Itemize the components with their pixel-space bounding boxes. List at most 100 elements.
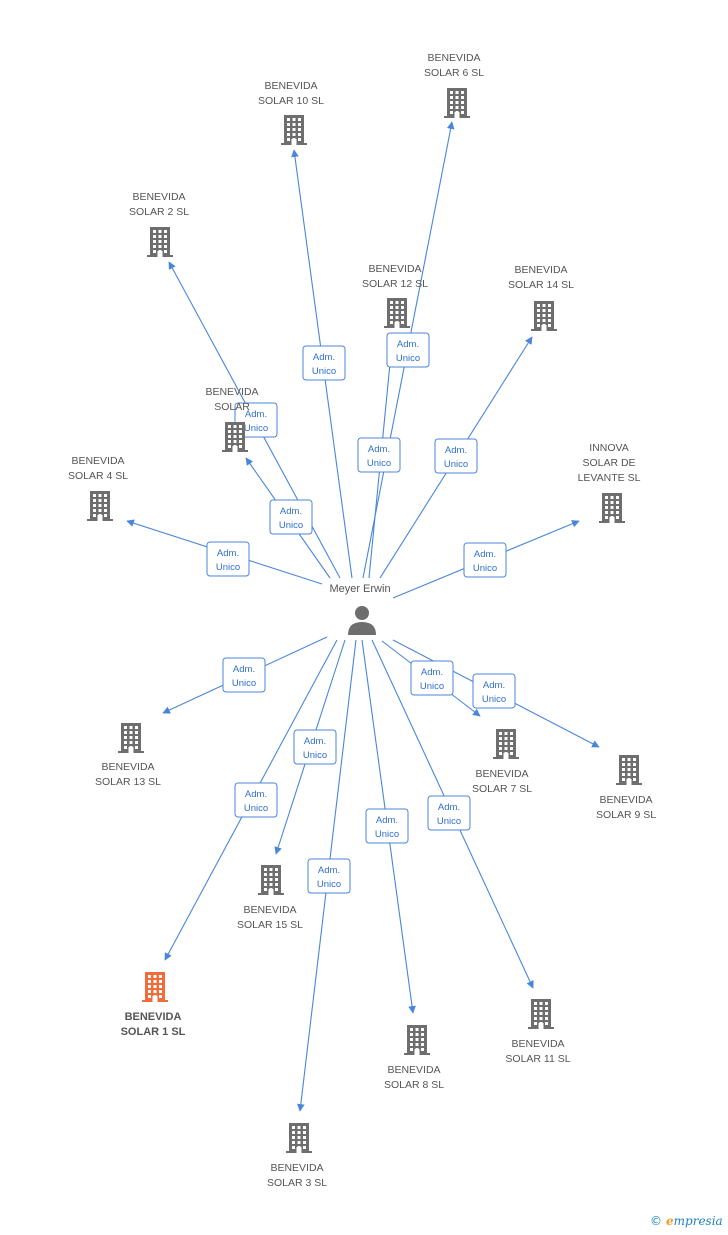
building-icon[interactable] [384, 298, 410, 328]
building-icon[interactable] [281, 115, 307, 145]
person-name: Meyer Erwin [329, 583, 390, 595]
company-node-solar7[interactable]: BENEVIDA SOLAR 7 SL [472, 729, 532, 795]
relation-role: Adm. [376, 815, 398, 826]
company-name-line: INNOVA [589, 442, 628, 454]
relation-role: Adm. [217, 548, 239, 559]
relation-role: Adm. [318, 865, 340, 876]
relation-role: Adm. [313, 352, 335, 363]
building-icon[interactable] [142, 972, 168, 1002]
company-name-line: SOLAR [214, 401, 250, 413]
building-icon[interactable] [286, 1123, 312, 1153]
company-name-line: SOLAR 1 SL [121, 1026, 186, 1038]
person-icon [348, 606, 376, 635]
empresia-logo[interactable]: © empresia [650, 1214, 723, 1228]
relation-role-detail: Unico [232, 678, 256, 689]
relation-badge-solar7[interactable]: Adm. Unico [410, 660, 454, 696]
company-name-line: BENEVIDA [264, 80, 317, 92]
company-node-solar2[interactable]: BENEVIDA SOLAR 2 SL [129, 191, 189, 257]
company-name-line: BENEVIDA [599, 794, 652, 806]
copyright-symbol: © [650, 1214, 662, 1228]
relation-role: Adm. [245, 409, 267, 420]
company-name-line: SOLAR 4 SL [68, 470, 128, 482]
company-name-line: BENEVIDA [475, 768, 528, 780]
company-name-line: SOLAR 11 SL [505, 1053, 570, 1065]
relation-role: Adm. [245, 789, 267, 800]
relation-role-detail: Unico [396, 353, 420, 364]
company-node-solar10[interactable]: BENEVIDA SOLAR 10 SL [258, 80, 324, 145]
relation-role: Adm. [304, 736, 326, 747]
relation-role: Adm. [280, 506, 302, 517]
company-name-line: SOLAR 10 SL [258, 95, 324, 107]
company-name-line: BENEVIDA [243, 904, 296, 916]
building-icon[interactable] [147, 227, 173, 257]
relation-badge-solar12[interactable]: Adm. Unico [357, 437, 401, 473]
company-node-solar6[interactable]: BENEVIDA SOLAR 6 SL [424, 52, 484, 118]
company-name-line: BENEVIDA [71, 455, 124, 467]
relation-badge-solar10[interactable]: Adm. Unico [302, 345, 346, 381]
relation-role: Adm. [368, 444, 390, 455]
relation-badge-solar8[interactable]: Adm. Unico [365, 808, 409, 844]
company-name-line: SOLAR 2 SL [129, 206, 189, 218]
company-name-line: BENEVIDA [427, 52, 480, 64]
relation-role-detail: Unico [420, 681, 444, 692]
relation-role-detail: Unico [312, 366, 336, 377]
relation-role: Adm. [474, 549, 496, 560]
building-icon[interactable] [404, 1025, 430, 1055]
relation-badge-innova[interactable]: Adm.Unico [463, 542, 507, 578]
relation-badge-solar3[interactable]: Adm. Unico [307, 858, 351, 894]
company-node-solar12[interactable]: BENEVIDA SOLAR 12 SL [362, 263, 428, 328]
building-icon[interactable] [528, 999, 554, 1029]
relation-badge-solar6[interactable]: Adm.Unico [386, 332, 430, 368]
company-name-line: SOLAR 15 SL [237, 919, 303, 931]
building-icon[interactable] [531, 301, 557, 331]
relation-role-detail: Unico [279, 520, 303, 531]
building-icon[interactable] [222, 422, 248, 452]
relation-role-detail: Unico [244, 423, 268, 434]
relation-badge-solar14[interactable]: Adm.Unico [434, 438, 478, 474]
relation-badge-solar9[interactable]: Adm.Unico [472, 673, 516, 709]
company-name-line: BENEVIDA [514, 264, 567, 276]
person-node[interactable]: Meyer Erwin [329, 583, 391, 635]
relation-badge-solar13[interactable]: Adm.Unico [222, 657, 266, 693]
building-icon[interactable] [87, 491, 113, 521]
company-name-line: SOLAR 12 SL [362, 278, 428, 290]
relation-role-detail: Unico [303, 750, 327, 761]
brand-initial: e [666, 1214, 674, 1228]
relation-role-detail: Unico [482, 694, 506, 705]
relation-badge-solar1[interactable]: Adm.Unico [234, 782, 278, 818]
company-name-line: BENEVIDA [368, 263, 421, 275]
company-name-line: SOLAR 13 SL [95, 776, 161, 788]
company-name-line: SOLAR 7 SL [472, 783, 532, 795]
relation-badge-solar4[interactable]: Adm.Unico [206, 541, 250, 577]
company-node-solar15[interactable]: BENEVIDA SOLAR 15 SL [237, 865, 303, 931]
relation-role-detail: Unico [375, 829, 399, 840]
building-icon[interactable] [118, 723, 144, 753]
relation-role-detail: Unico [317, 879, 341, 890]
relation-badge-solar5[interactable]: Adm. Unico [269, 499, 313, 535]
company-name-line: SOLAR 8 SL [384, 1079, 444, 1091]
building-icon[interactable] [444, 88, 470, 118]
relation-badge-solar15[interactable]: Adm. Unico [293, 729, 337, 765]
relation-badge-solar2[interactable]: Adm. Unico [234, 402, 278, 438]
company-name-line: SOLAR 6 SL [424, 67, 484, 79]
building-icon[interactable] [493, 729, 519, 759]
relation-role-detail: Unico [367, 458, 391, 469]
building-icon[interactable] [258, 865, 284, 895]
company-node-solar4[interactable]: BENEVIDA SOLAR 4 SL [68, 455, 128, 521]
relation-badge-solar11[interactable]: Adm.Unico [427, 795, 471, 831]
building-icon[interactable] [616, 755, 642, 785]
brand-name: mpresia [673, 1214, 723, 1228]
building-icon[interactable] [599, 493, 625, 523]
relation-role: Adm. [421, 667, 443, 678]
company-name-line: BENEVIDA [132, 191, 185, 203]
